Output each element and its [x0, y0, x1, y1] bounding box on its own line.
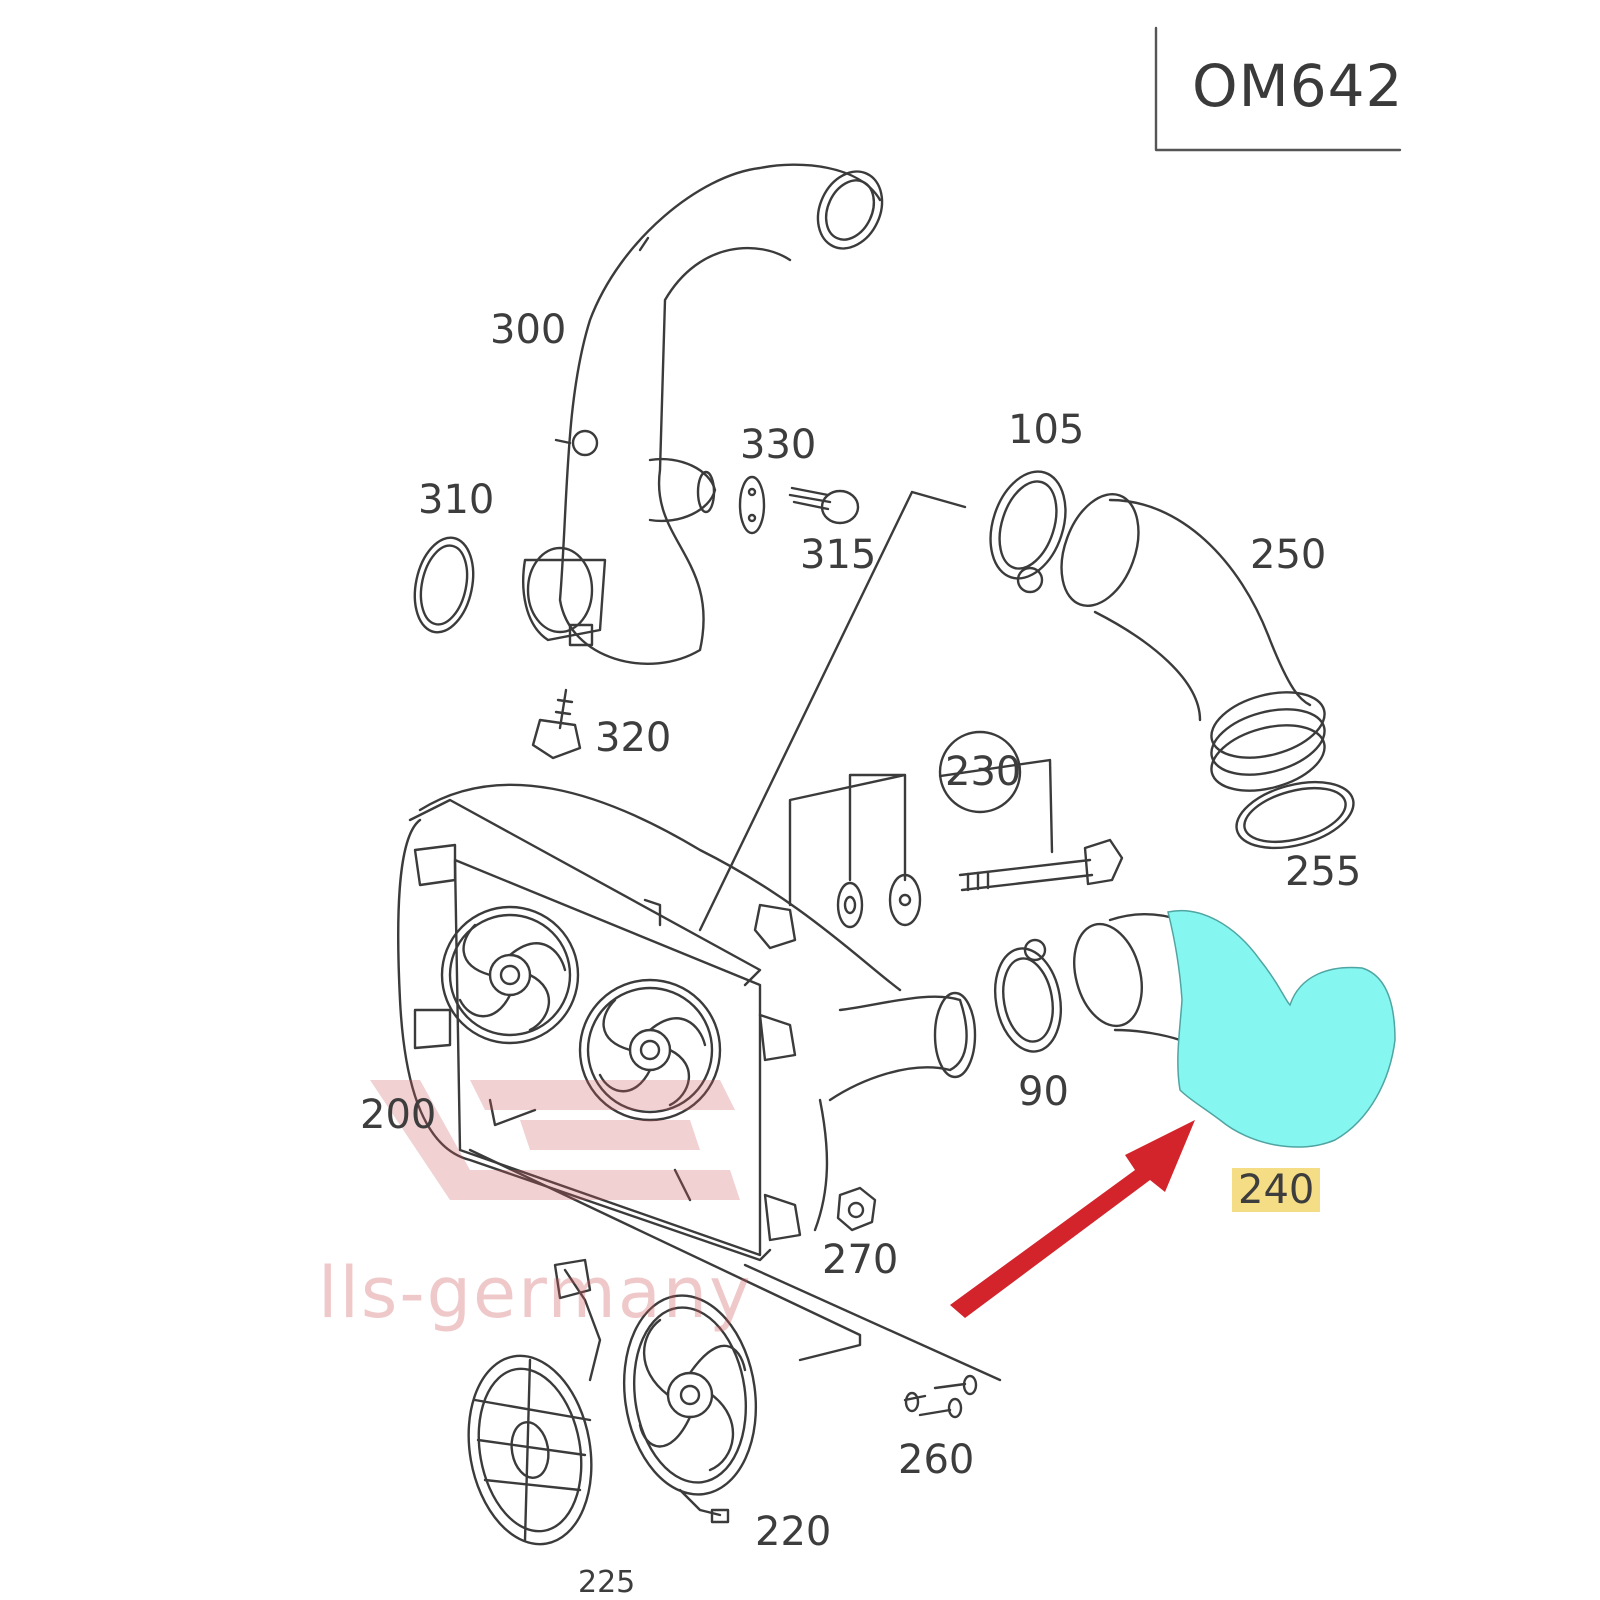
callout-105: 105 [1008, 407, 1085, 453]
part-105-clamp [989, 470, 1067, 594]
part-310-ring [413, 536, 475, 634]
callout-300: 300 [490, 307, 567, 353]
leader-line-230 [788, 758, 1054, 907]
engine-code-label: OM642 [1192, 52, 1404, 120]
callout-240: 240 [1232, 1168, 1321, 1212]
part-220-fan [622, 1294, 758, 1524]
callout-230: 230 [945, 749, 1022, 795]
title-frame [1154, 26, 1402, 152]
callout-220: 220 [755, 1509, 832, 1555]
part-315-bolt [788, 486, 860, 525]
part-sensor-flange [522, 546, 607, 647]
part-230-fasteners [753, 730, 1124, 950]
callout-260: 260 [898, 1437, 975, 1483]
part-200-radiator-assembly [397, 783, 977, 1262]
leader-line-fans [468, 1148, 1002, 1382]
part-90-clamp [994, 938, 1062, 1053]
leader-line-105 [698, 490, 967, 932]
callout-315: 315 [800, 532, 877, 578]
part-300-charge-pipe [554, 163, 884, 665]
part-250-elbow-hose [1060, 492, 1326, 792]
callout-255: 255 [1285, 849, 1362, 895]
part-330-gasket [738, 475, 766, 535]
arrow-indicator [950, 1120, 1195, 1318]
callout-270: 270 [822, 1237, 899, 1283]
part-225-fan-shroud [467, 1258, 602, 1546]
callout-320: 320 [595, 715, 672, 761]
watermark-text: lls-germany [318, 1252, 753, 1334]
callout-90: 90 [1018, 1069, 1069, 1115]
part-255-ring [1235, 780, 1355, 850]
callout-330: 330 [740, 422, 817, 468]
part-240-highlight [1167, 910, 1396, 1148]
callout-250: 250 [1250, 532, 1327, 578]
callout-225: 225 [578, 1565, 636, 1600]
callout-200: 200 [360, 1092, 437, 1138]
part-270-nut [836, 1186, 877, 1232]
watermark-logo [370, 1080, 740, 1200]
part-260-screws [903, 1374, 978, 1419]
callout-310: 310 [418, 477, 495, 523]
part-320-bolt [531, 688, 582, 760]
part-240-outline [1073, 913, 1182, 1042]
